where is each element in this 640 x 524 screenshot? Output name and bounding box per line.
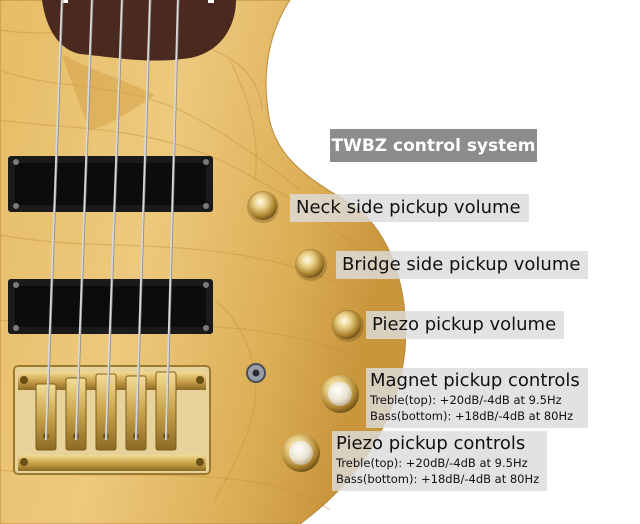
neck-volume-knob[interactable] (247, 191, 279, 223)
bridge (13, 365, 211, 475)
bridge-volume-label: Bridge side pickup volume (336, 251, 589, 279)
neck-pickup-cover (15, 163, 206, 205)
piezo-volume-label: Piezo pickup volume (366, 311, 565, 339)
neck-volume-label: Neck side pickup volume (290, 194, 529, 222)
fretboard-shadow (62, 54, 155, 130)
magnet-controls-label: Magnet pickup controls Treble(top): +20d… (366, 368, 588, 429)
bridge-volume-label-text: Bridge side pickup volume (342, 254, 581, 275)
output-jack (246, 363, 266, 383)
fret-marker-left (62, 0, 68, 3)
control-system-title: TWBZ control system (330, 129, 537, 162)
piezo-treble-spec: Treble(top): +20dB/-4dB at 9.5Hz (336, 456, 528, 470)
piezo-controls-label: Piezo pickup controls Treble(top): +20dB… (332, 431, 548, 492)
magnet-controls-title: Magnet pickup controls (370, 370, 580, 391)
piezo-volume-label-text: Piezo pickup volume (372, 314, 557, 335)
neck-volume-label-text: Neck side pickup volume (296, 197, 521, 218)
piezo-controls-knob[interactable] (282, 434, 320, 472)
fret-marker-right (208, 0, 214, 3)
strings (44, 0, 180, 441)
bridge-volume-knob[interactable] (295, 249, 327, 281)
magnet-controls-knob[interactable] (321, 375, 359, 413)
piezo-volume-knob[interactable] (332, 310, 364, 342)
piezo-controls-title: Piezo pickup controls (336, 433, 526, 454)
magnet-treble-spec: Treble(top): +20dB/-4dB at 9.5Hz (370, 393, 562, 407)
pickup-screws (13, 159, 209, 331)
magnet-bass-spec: Bass(bottom): +18dB/-4dB at 80Hz (370, 408, 574, 423)
piezo-bass-spec: Bass(bottom): +18dB/-4dB at 80Hz (336, 471, 540, 486)
